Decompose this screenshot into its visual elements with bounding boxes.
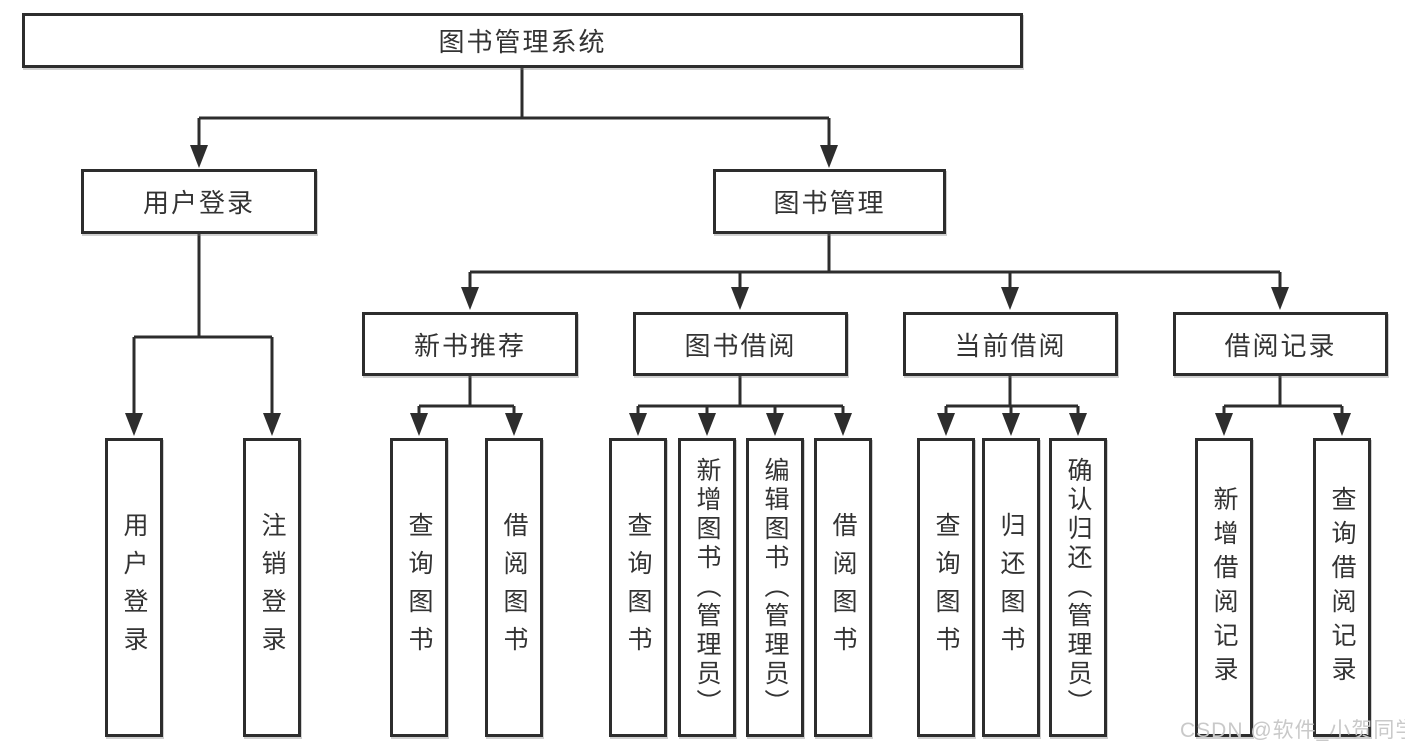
leaf-query-books-borrow: 查询图书 — [609, 438, 667, 737]
leaf-edit-books-admin: 编辑图书（管理员） — [746, 438, 804, 737]
leaf-borrow-books-recommend: 借阅图书 — [485, 438, 543, 737]
node-borrow-record: 借阅记录 — [1173, 312, 1388, 376]
leaf-return-books: 归还图书 — [982, 438, 1040, 737]
leaf-confirm-return-admin: 确认归还（管理员） — [1049, 438, 1107, 737]
node-user-login: 用户登录 — [81, 169, 317, 234]
leaf-user-login: 用户登录 — [105, 438, 163, 737]
node-root-system: 图书管理系统 — [22, 13, 1023, 68]
node-new-book-recommend: 新书推荐 — [362, 312, 578, 376]
node-book-borrow: 图书借阅 — [633, 312, 848, 376]
leaf-logout: 注销登录 — [243, 438, 301, 737]
leaf-add-borrow-record: 新增借阅记录 — [1195, 438, 1253, 737]
leaf-query-books-current: 查询图书 — [917, 438, 975, 737]
leaf-add-books-admin: 新增图书（管理员） — [678, 438, 736, 737]
leaf-query-books-recommend: 查询图书 — [390, 438, 448, 737]
csdn-watermark: CSDN @软件_小贺同学 — [1180, 719, 1405, 742]
node-current-borrow: 当前借阅 — [903, 312, 1118, 376]
node-book-management: 图书管理 — [713, 169, 946, 234]
leaf-borrow-books: 借阅图书 — [814, 438, 872, 737]
leaf-query-borrow-record: 查询借阅记录 — [1313, 438, 1371, 737]
